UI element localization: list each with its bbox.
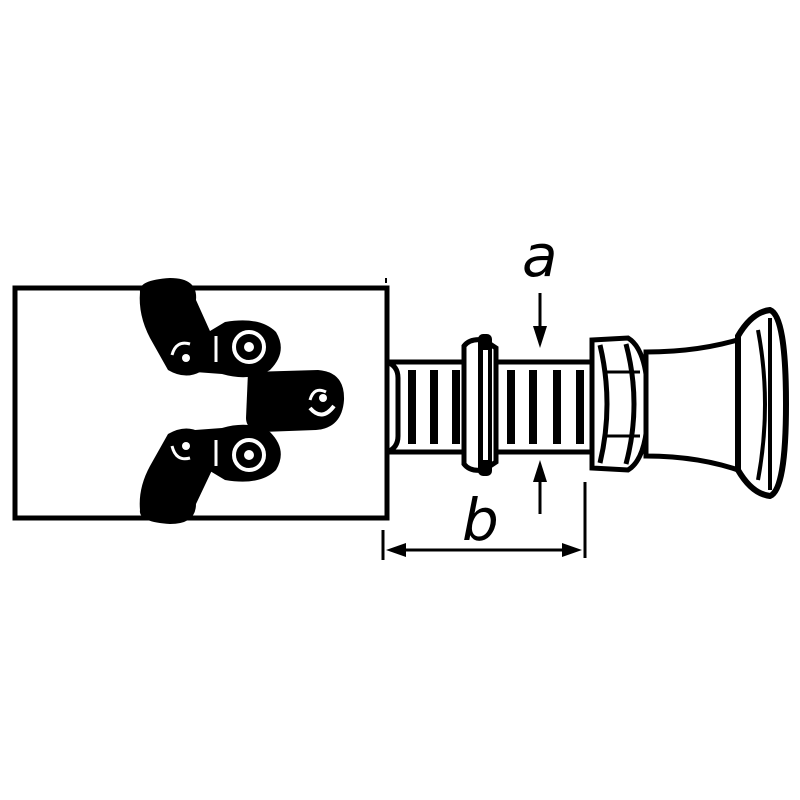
dimension-label-b: b: [462, 486, 499, 554]
dimension-label-a: a: [522, 222, 558, 290]
dimension-b: b: [381, 482, 587, 560]
terminal-bottom: [139, 424, 281, 524]
threaded-bushing: [386, 359, 473, 455]
threaded-shaft: [493, 359, 599, 455]
knob-stem: [643, 334, 747, 476]
collar: [589, 335, 651, 473]
mounting-nut: [461, 334, 499, 476]
terminal-top: [139, 278, 281, 378]
dimension-a: a: [522, 222, 558, 514]
pull-knob: [735, 306, 790, 500]
terminal-middle: [246, 370, 345, 432]
